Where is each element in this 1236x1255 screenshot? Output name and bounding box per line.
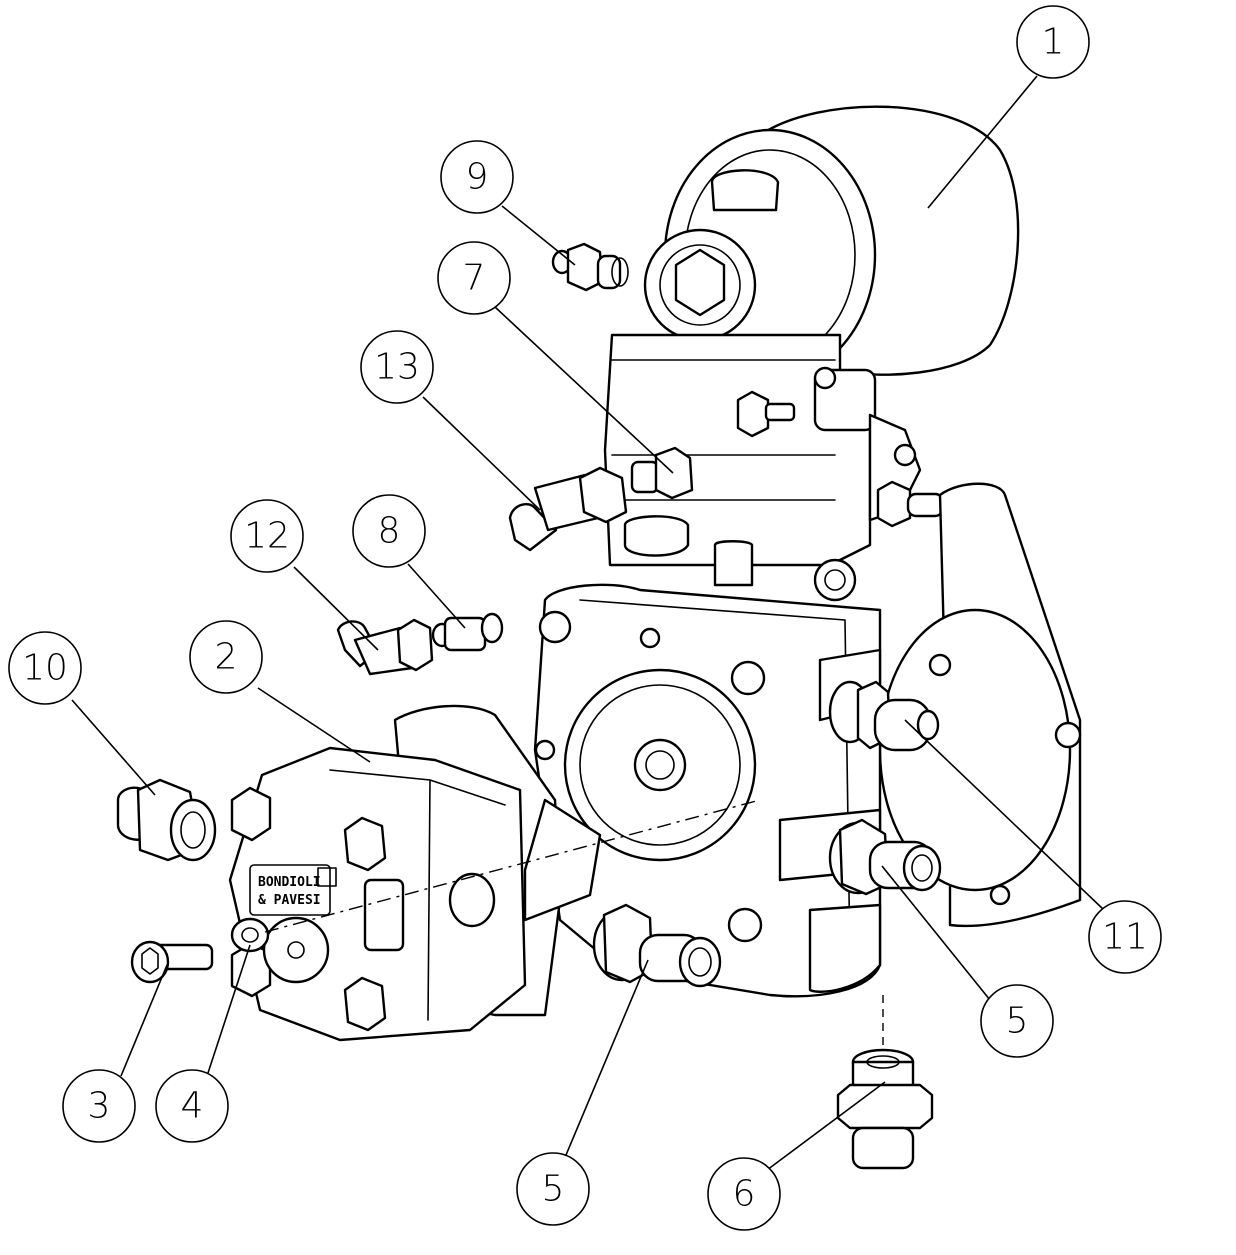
callout-2: 2	[189, 620, 263, 694]
part-8-straight-fitting	[431, 612, 504, 652]
part-2-gear-pump: BONDIOLI & PAVESI	[228, 704, 602, 1042]
callout-5-right: 5	[980, 984, 1054, 1058]
right-side-housing	[878, 482, 1082, 928]
part-11-fitting	[828, 680, 940, 752]
callout-label: 8	[378, 511, 401, 552]
callout-label: 10	[22, 648, 68, 689]
part-12-elbow-fitting	[336, 618, 434, 676]
callout-3: 3	[62, 1069, 136, 1143]
callout-label: 7	[463, 258, 486, 299]
callout-11: 11	[1088, 900, 1162, 974]
callout-13: 13	[360, 330, 434, 404]
pump-brand-line-1: BONDIOLI	[258, 875, 321, 890]
callout-label: 5	[542, 1169, 565, 1210]
part-10-fitting	[116, 778, 217, 862]
part-6-fitting	[836, 1048, 934, 1170]
callout-7: 7	[437, 241, 511, 315]
main-pump-body	[533, 583, 882, 998]
upper-valve-block	[603, 333, 945, 602]
part-5-fitting-right	[828, 818, 942, 896]
callout-label: 13	[374, 347, 420, 388]
callout-label: 4	[181, 1086, 204, 1127]
callout-1: 1	[1016, 5, 1090, 79]
callout-label: 6	[733, 1174, 756, 1215]
pump-brand-line-2: & PAVESI	[258, 893, 321, 908]
callout-9: 9	[440, 140, 514, 214]
callout-label: 1	[1042, 22, 1065, 63]
part-3-screw	[130, 940, 214, 984]
callout-label: 9	[466, 157, 489, 198]
callout-5-bottom: 5	[516, 1152, 590, 1226]
callout-4: 4	[155, 1069, 229, 1143]
callout-6: 6	[707, 1157, 781, 1231]
part-13-elbow-fitting	[508, 466, 628, 552]
callout-label: 2	[215, 637, 238, 678]
callout-10: 10	[8, 631, 82, 705]
part-5-fitting-bottom	[592, 903, 722, 988]
part-4-washer	[230, 917, 270, 953]
callout-label: 12	[244, 516, 290, 557]
callout-label: 5	[1006, 1001, 1029, 1042]
callout-label: 3	[88, 1086, 111, 1127]
callout-8: 8	[352, 494, 426, 568]
part-9-fitting	[551, 242, 629, 292]
part-7-fitting	[630, 446, 694, 500]
callout-label: 11	[1102, 917, 1148, 958]
leader-lines	[71, 75, 1105, 1171]
assembly-axes	[264, 799, 884, 1050]
callout-12: 12	[230, 499, 304, 573]
